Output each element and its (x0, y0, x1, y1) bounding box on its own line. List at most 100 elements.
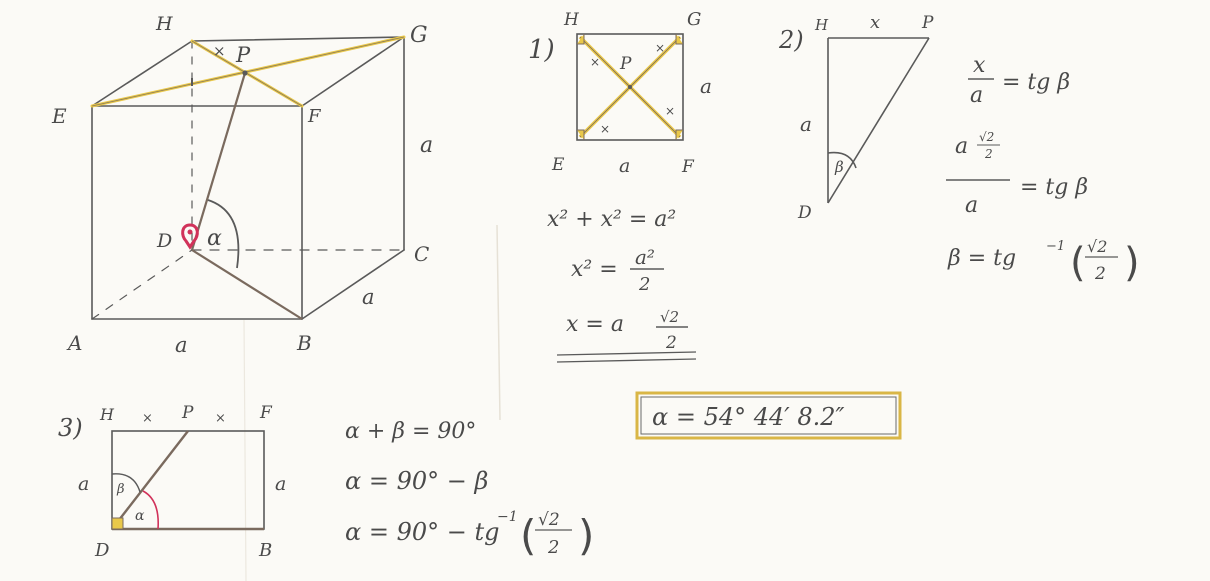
step3-label-x1: × (142, 411, 153, 426)
underline (556, 351, 697, 356)
step3-side-a-left: a (78, 473, 89, 495)
step2-side-x: x (870, 12, 880, 33)
step2-eq3-sup: −1 (1046, 239, 1065, 254)
cube-drawing (91, 36, 405, 320)
step1-label-P: P (619, 54, 632, 74)
step2-eq3-den: 2 (1094, 264, 1106, 284)
paper-fold-vertical (496, 224, 501, 421)
step3-label-x2: × (215, 411, 226, 426)
step3-label-B: B (258, 540, 272, 561)
step3-side-a-right: a (275, 473, 286, 495)
cube-angle-alpha: α (207, 226, 222, 251)
step2-eq2-top: a (955, 134, 968, 159)
segment-DP (190, 72, 247, 251)
step3-eq1: α + β = 90° (345, 419, 476, 444)
step2-eq1-num: x (973, 53, 986, 78)
step1-eq2-lhs: x² = (571, 257, 618, 282)
cube-edge-EH (91, 40, 193, 107)
step2-number: 2) (778, 26, 804, 54)
step2-eq3-num: √2 (1087, 237, 1107, 256)
step2-label-P: P (921, 13, 934, 33)
cube-edge-BC (301, 249, 405, 320)
cube-label-F: F (307, 106, 322, 127)
step2-eq1-rhs: = tg β (1002, 70, 1070, 95)
cube-edge-label-right: a (420, 133, 433, 158)
step3-eq2: α = 90° − β (345, 467, 488, 495)
step1-label-E: E (551, 155, 565, 175)
cube-edge-label-depth: a (362, 285, 375, 309)
paren-open: ( (1070, 240, 1086, 286)
result-box-outer (635, 391, 902, 440)
step3-number: 3) (58, 414, 83, 442)
step2-eq2-rhs: = tg β (1020, 175, 1088, 200)
step2-eq2-top-den: 2 (984, 147, 993, 161)
step1-eq1: x² + x² = a² (547, 207, 676, 232)
paper-fold-vertical (243, 319, 247, 581)
step3-label-F: F (259, 403, 273, 423)
step3-eq3-num: √2 (538, 510, 560, 530)
step3-angle-alpha: α (135, 508, 145, 524)
step2-eq3-lhs: β = tg (947, 246, 1016, 271)
step3-label-P: P (181, 403, 194, 423)
step1-number: 1) (528, 35, 555, 65)
cube-label-P: P (235, 43, 251, 67)
step3-right-angle (111, 517, 124, 530)
step1-square (576, 33, 684, 141)
step2-label-D: D (797, 203, 812, 223)
paren-open: ( (520, 511, 536, 560)
step1-x-mark: × (600, 122, 610, 136)
step3-label-D: D (94, 540, 110, 561)
cube-label-E: E (51, 104, 67, 128)
step1-label-G: G (687, 9, 701, 30)
cube-label-B: B (296, 331, 312, 355)
location-marker-icon (181, 223, 199, 250)
point-P (242, 70, 248, 76)
cube-label-C: C (414, 242, 429, 266)
step1-eq2-num: a² (635, 245, 655, 269)
step1-x-mark: × (665, 104, 675, 118)
paren-close: ) (1124, 240, 1140, 286)
cube-label-A: A (66, 331, 82, 355)
step1-side-a-bottom: a (619, 155, 630, 177)
step3-arc-beta (111, 473, 141, 493)
step2-side-a: a (800, 112, 812, 136)
segment-DB (191, 249, 303, 320)
step3-eq3-lhs: α = 90° − tg (345, 518, 500, 546)
step1-x-mark: × (590, 55, 600, 69)
step2-eq2-bottom: a (965, 193, 978, 218)
cube-edge-HG (191, 36, 405, 42)
cube-label-D: D (156, 230, 172, 252)
paren-close: ) (578, 511, 594, 560)
step1-eq2-den: 2 (638, 274, 650, 295)
cube-label-x: × (213, 42, 226, 60)
step2-angle-beta: β (834, 158, 844, 176)
result-box-inner (640, 396, 897, 435)
step1-x-mark: × (655, 41, 665, 55)
diagonal-EG-pencil (91, 36, 405, 107)
cube-hidden-edge-AD (91, 249, 193, 320)
step3-eq3-den: 2 (547, 537, 559, 558)
step1-label-F: F (681, 157, 695, 177)
step2-eq1-den: a (970, 83, 983, 108)
cube-label-G: G (410, 23, 428, 48)
step1-eq3-lhs: x = a (566, 312, 624, 337)
step3-angle-beta: β (116, 482, 125, 497)
cube-edge-label-bottom: a (175, 333, 188, 357)
step1-eq3-num: √2 (660, 308, 679, 326)
step2-triangle (827, 37, 930, 204)
angle-arc-alpha (207, 199, 240, 269)
underline (556, 358, 697, 363)
step2-label-H: H (814, 16, 829, 34)
step1-label-H: H (563, 10, 580, 30)
step1-eq3-den: 2 (665, 333, 677, 353)
step3-label-H: H (99, 405, 115, 424)
cube-edge-FG (301, 36, 405, 107)
result-answer: α = 54° 44′ 8.2″ (652, 403, 845, 431)
cube-label-H: H (155, 13, 173, 35)
step3-arc-alpha (142, 490, 160, 530)
step3-eq3-sup: −1 (497, 509, 518, 525)
step2-eq2-top-num: √2 (979, 130, 994, 144)
step3-segment-DP (111, 430, 189, 530)
step1-side-a-right: a (700, 74, 712, 98)
